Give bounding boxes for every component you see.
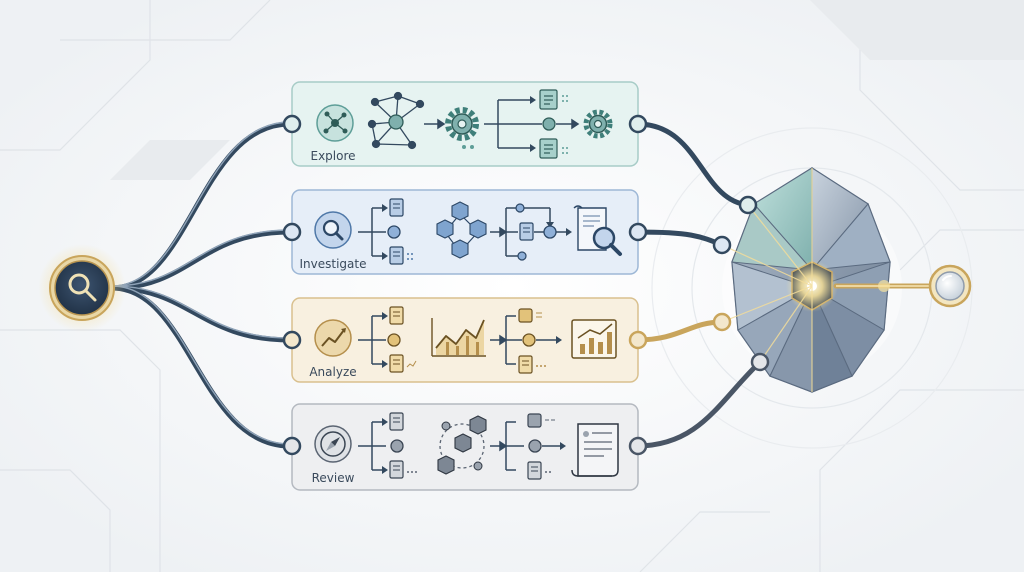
process-node [543,225,557,239]
network-hub-icon [316,104,354,142]
document-icon [389,198,404,217]
bar-chart-icon [571,319,617,359]
document-icon [389,460,417,479]
dot [470,145,474,149]
arrow [424,118,446,130]
scroll-document-icon [571,423,619,477]
arrow [490,226,508,238]
hub-port-investigate [712,235,732,255]
gear-icon [445,107,479,141]
process-node [522,333,536,347]
port-out [628,222,648,242]
connector-explore-hub [634,121,751,208]
hub-port-review [750,352,770,372]
document-icon [539,89,568,110]
port-in [282,330,302,350]
branch-lines [358,421,386,471]
panel-investigate[interactable] [282,189,648,275]
document-icon [527,461,551,480]
process-node [528,439,542,453]
source-node[interactable] [38,244,126,332]
document-icon [539,138,568,159]
document-icon [518,355,546,374]
panel-explore[interactable] [282,81,648,167]
connector-review-hub [634,359,763,449]
block-icon [518,308,533,323]
branch-lines [505,315,558,365]
panel-label-explore: Explore [310,149,356,163]
document-icon [519,222,534,241]
output-connector [833,280,939,292]
port-out [628,436,648,456]
cube-cycle-icon [437,415,487,475]
process-node [387,333,401,347]
port-in [282,222,302,242]
trend-icon [314,319,352,357]
connector-investigate [109,229,293,291]
node [515,203,525,213]
arrow [490,334,508,346]
port-out [628,114,648,134]
crystal-hub-icon[interactable] [712,167,902,393]
dot [462,145,466,149]
hub-port-analyze [712,312,732,332]
port-out [628,330,648,350]
arrow [556,118,580,130]
area-chart-icon [431,318,486,357]
arrow [490,440,508,452]
compass-icon [314,425,352,463]
output-node[interactable] [928,264,972,308]
document-icon [389,412,404,431]
source-connector-highlights [111,121,291,445]
document-icon [389,306,404,325]
connector-review [109,285,293,449]
process-node [542,117,556,131]
background-shapes [110,0,1024,180]
connector-explore [109,121,293,291]
document-icon [389,246,413,265]
panel-label-analyze: Analyze [309,365,357,379]
branch-lines [484,99,542,149]
network-graph-icon [367,91,425,150]
search-icon [314,211,352,249]
panel-analyze[interactable] [282,297,648,383]
block-icon [527,413,542,428]
lens-icon [942,275,952,281]
source-connectors [109,121,293,449]
hub-port-explore [738,195,758,215]
panel-label-investigate: Investigate [299,257,367,271]
panel-label-review: Review [311,471,355,485]
gear-icon [583,109,613,139]
connector-analyze [109,285,293,343]
document-icon [389,354,417,373]
node [517,251,527,261]
cube-cluster-icon [436,201,487,259]
port-in [282,436,302,456]
report-search-icon [573,205,622,256]
process-node [387,225,401,239]
panel-review[interactable] [282,403,648,491]
process-node [390,439,404,453]
branch-lines [358,207,386,257]
port-in [282,114,302,134]
branch-lines [505,421,562,471]
magnifier-icon [68,273,97,302]
